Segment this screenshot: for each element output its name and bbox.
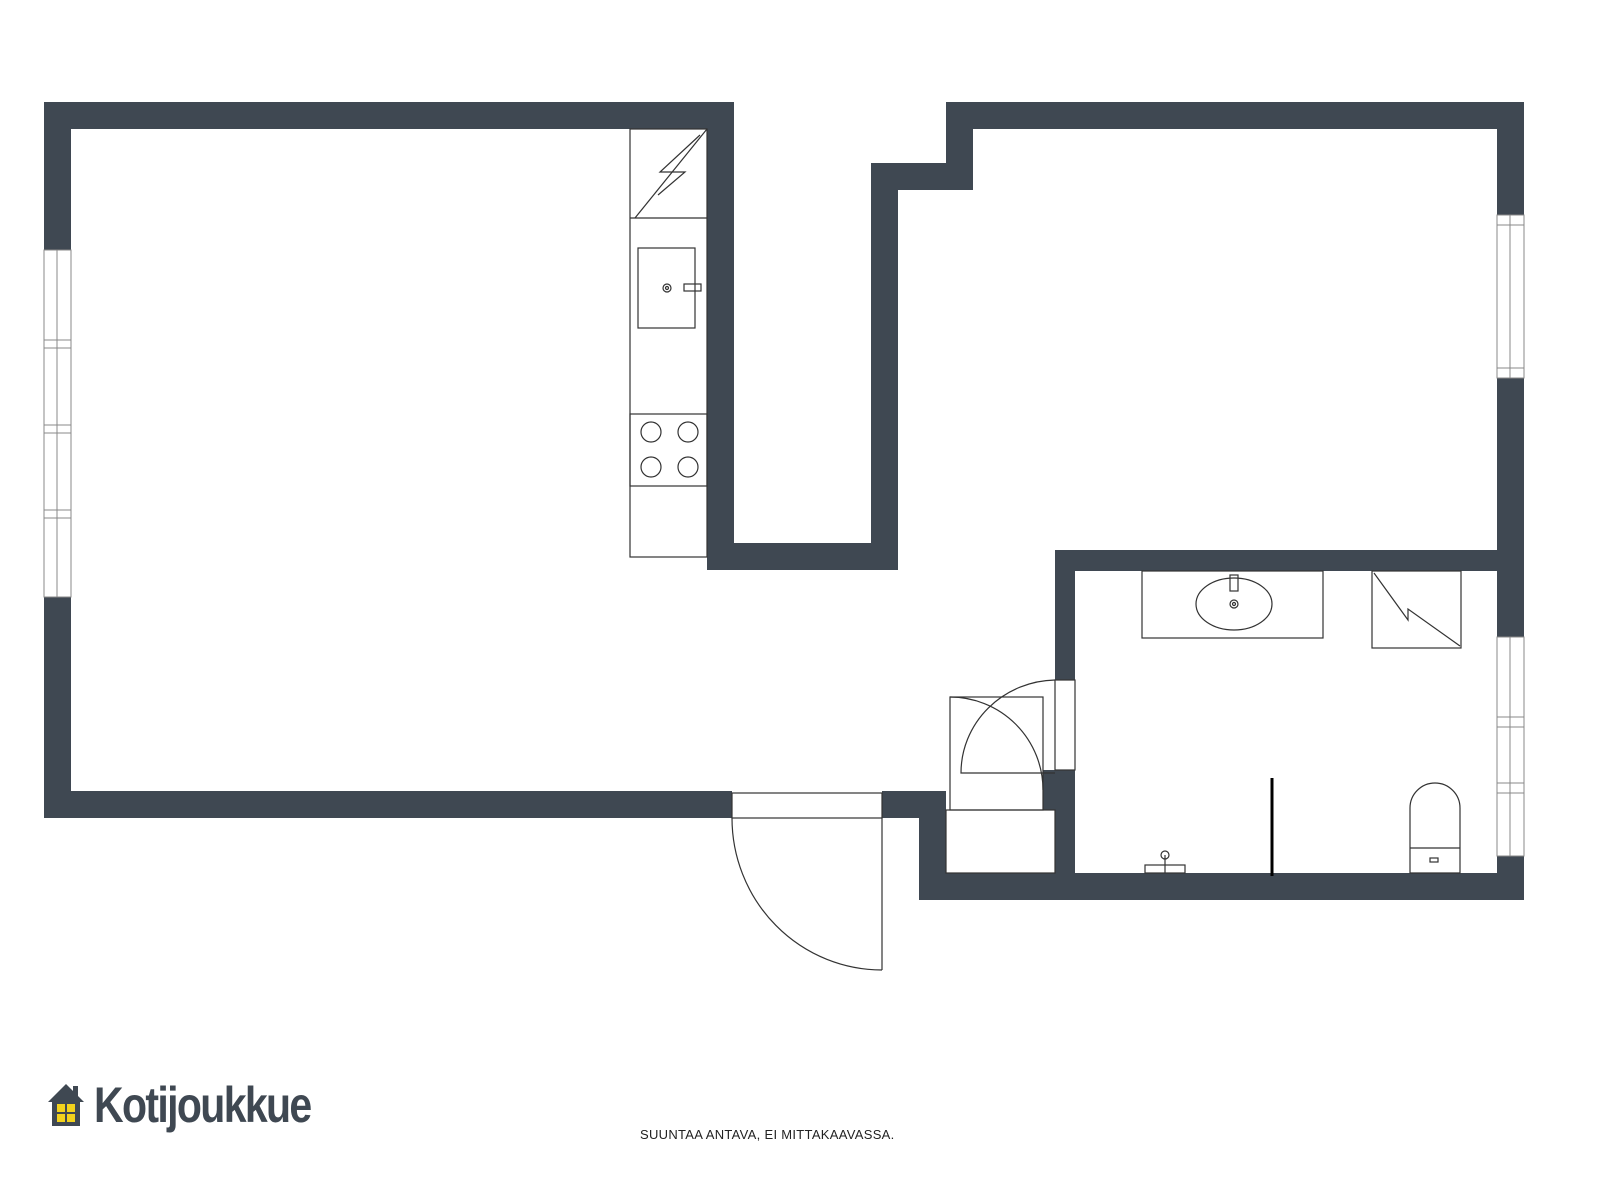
disclaimer-text: SUUNTAA ANTAVA, EI MITTAKAAVASSA. [640, 1127, 895, 1142]
kitchen-sink [637, 247, 702, 329]
house-icon [48, 1084, 84, 1126]
window-right-upper [1496, 214, 1525, 379]
wall-bottom-left [44, 791, 732, 818]
closet[interactable] [945, 696, 1056, 874]
brand-logo: Kotijoukkue [46, 1076, 358, 1134]
brand-name: Kotijoukkue [94, 1077, 312, 1133]
window-left [43, 249, 72, 598]
wall-bottom-right [919, 873, 1524, 900]
fridge-symbol [634, 128, 708, 219]
wall-kitchen-right [707, 102, 734, 570]
window-right-bathroom [1496, 636, 1525, 857]
washbasin [1195, 574, 1273, 631]
washing-machine [1371, 570, 1462, 649]
bathroom-fixtures [1141, 570, 1462, 876]
toilet [1409, 782, 1461, 874]
wall-top-left [44, 102, 734, 129]
windows [43, 214, 1525, 857]
wall-niche-right [871, 163, 898, 570]
shower-mixer [1144, 850, 1186, 874]
washbasin-counter [1141, 570, 1324, 639]
wall-bath-left-upper [1055, 550, 1075, 680]
kitchen-counter [629, 128, 708, 558]
wall-bottom-mid [882, 791, 946, 818]
wall-bath-top [1055, 550, 1524, 571]
wall-top-right [946, 102, 1524, 129]
entrance-door[interactable] [731, 792, 883, 971]
kitchen [629, 128, 708, 558]
wall-closet-jamb [1043, 770, 1075, 810]
bathroom-door[interactable] [960, 679, 1076, 774]
stove [629, 413, 708, 487]
walls [44, 102, 1524, 900]
wall-niche-bottom [707, 543, 898, 570]
